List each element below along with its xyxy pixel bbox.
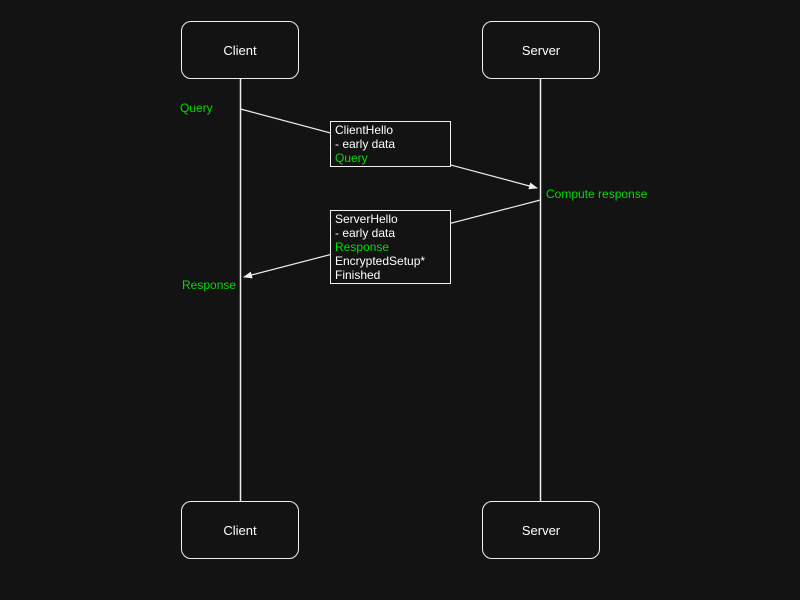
client-actor-top: Client [181, 21, 299, 79]
message-line: Query [335, 151, 368, 165]
message-line: Response [335, 240, 390, 254]
client-actor-bottom-label: Client [223, 522, 257, 538]
message-line: ServerHello [335, 212, 398, 226]
compute-response-annotation: Compute response [546, 187, 648, 201]
message-line: Finished [335, 268, 381, 282]
server-actor-bottom: Server [482, 501, 600, 559]
message-line: EncryptedSetup* [335, 254, 426, 268]
server-actor-top-label: Server [521, 42, 561, 58]
server-actor-top: Server [482, 21, 600, 79]
server-hello-message-box: ServerHello - early data Response Encryp… [330, 210, 451, 284]
client-actor-top-label: Client [223, 42, 257, 58]
query-annotation: Query [180, 101, 213, 115]
client-hello-message-box: ClientHello - early data Query [330, 121, 451, 167]
response-annotation: Response [182, 278, 237, 292]
server-actor-bottom-label: Server [521, 522, 561, 538]
client-actor-bottom: Client [181, 501, 299, 559]
message-line: - early data [335, 226, 396, 240]
message-line: - early data [335, 137, 396, 151]
message-line: ClientHello [335, 123, 394, 137]
